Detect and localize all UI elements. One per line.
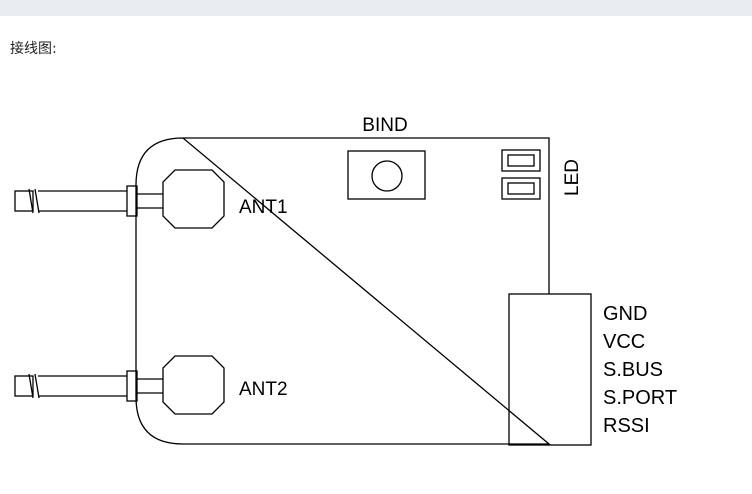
led-2 bbox=[501, 177, 541, 200]
pin-label-sport: S.PORT bbox=[603, 387, 677, 409]
pin-label-vcc: VCC bbox=[603, 331, 645, 353]
ant1-label: ANT1 bbox=[239, 197, 288, 218]
pin-connector bbox=[508, 293, 592, 446]
board-outline bbox=[135, 137, 551, 445]
top-strip bbox=[0, 0, 752, 16]
bind-button bbox=[347, 150, 426, 200]
antenna-2 bbox=[14, 355, 225, 415]
pin-label-rssi: RSSI bbox=[603, 415, 650, 437]
bind-button-knob bbox=[371, 160, 403, 192]
led-label: LED bbox=[562, 159, 583, 196]
page-heading: 接线图: bbox=[10, 41, 57, 57]
led-1 bbox=[501, 149, 541, 172]
ant2-label: ANT2 bbox=[239, 379, 288, 400]
antenna-1 bbox=[14, 169, 225, 229]
bind-label: BIND bbox=[362, 115, 407, 136]
pin-label-gnd: GND bbox=[603, 303, 647, 325]
pin-label-sbus: S.BUS bbox=[603, 359, 663, 381]
